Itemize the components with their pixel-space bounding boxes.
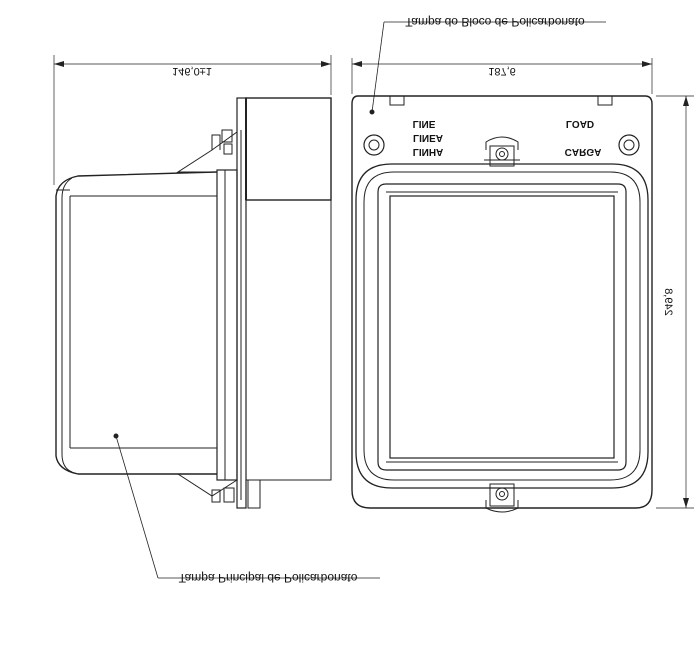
top-latch	[484, 136, 520, 167]
side-view	[55, 97, 380, 579]
width-dimension-label: 187,6	[488, 65, 516, 77]
window-frame-inner	[377, 183, 627, 471]
load-label-en: LOAD	[566, 118, 594, 129]
front-view	[351, 21, 653, 513]
block-cover-outline	[245, 97, 332, 201]
height-dimension	[656, 95, 694, 509]
housing-outline	[351, 95, 653, 509]
line-terminal-screw	[363, 134, 385, 156]
body-section	[216, 169, 238, 481]
leader-line-main	[115, 435, 159, 579]
line-label-pt: LINHA	[413, 146, 444, 157]
leader-line-block	[371, 21, 385, 113]
line-label-en: LINE	[413, 118, 436, 129]
main-cover-outline	[55, 171, 218, 475]
viewing-window	[389, 195, 615, 459]
depth-dimension-label: 146,0±1	[172, 65, 212, 77]
width-dimension	[351, 58, 653, 94]
main-cover-label: Tampa Principal de Policarbonato	[179, 571, 358, 585]
depth-dimension	[53, 55, 332, 185]
window-frame-outer	[355, 163, 649, 489]
line-label-es: LINEA	[413, 132, 443, 143]
block-cover-label: Tampa do Bloco de Policarbonato	[405, 15, 585, 29]
load-terminal-screw	[618, 134, 640, 156]
height-dimension-label: 249,8	[662, 288, 674, 316]
load-label-pt: CARGA	[565, 146, 602, 157]
